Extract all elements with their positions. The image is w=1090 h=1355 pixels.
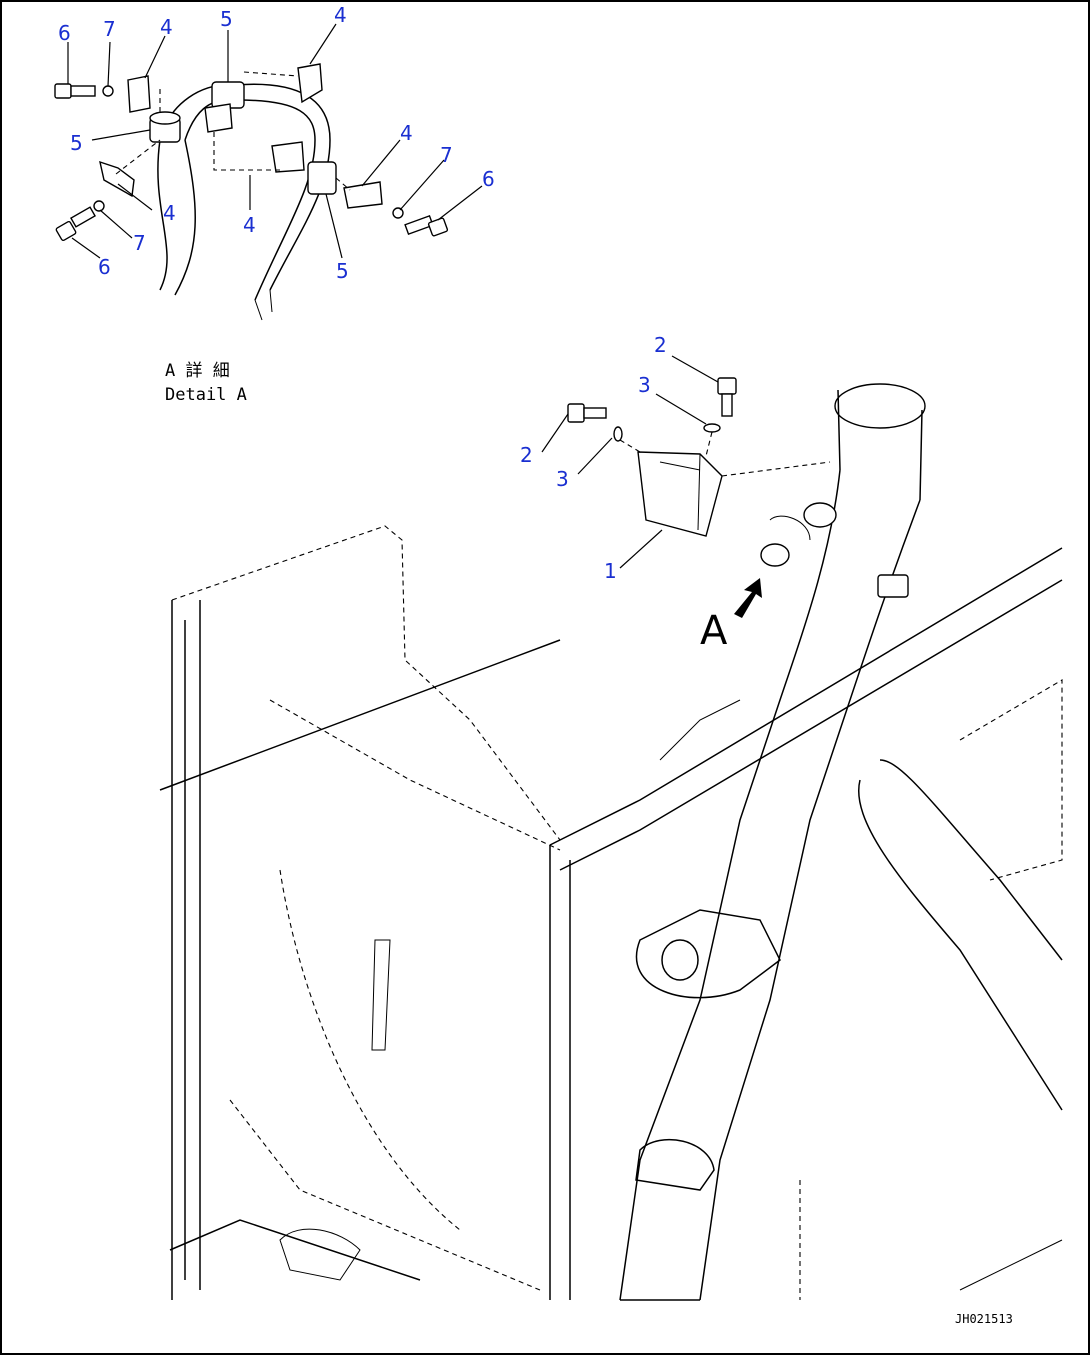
detail-title-japanese: A 詳 細 [165, 361, 230, 381]
clamp-right [877, 574, 909, 598]
pipe-cap [834, 383, 926, 429]
callout-4: 4 [334, 3, 347, 27]
callout-7: 7 [103, 17, 116, 41]
bracket-4e [343, 181, 383, 209]
callout-5: 5 [336, 259, 349, 283]
bracket-4f [99, 160, 135, 198]
bracket-4c [204, 103, 233, 133]
bolt-6a [54, 83, 96, 99]
callout-5: 5 [70, 131, 83, 155]
callout-6: 6 [58, 21, 71, 45]
view-a-arrow-icon [734, 578, 762, 618]
bracket-4a [127, 75, 151, 113]
callout-5: 5 [220, 7, 233, 31]
washer-3b [613, 426, 623, 442]
bolt-6b [55, 206, 96, 242]
detail-a-view [54, 63, 449, 321]
main-assembly-view [159, 377, 1063, 1301]
drawing-code: JH021513 [955, 1312, 1013, 1326]
clamp-5a-top [149, 111, 181, 125]
washer-7b [93, 200, 105, 212]
clamp-middle [760, 543, 790, 567]
callout-6: 6 [98, 255, 111, 279]
bracket-4d [271, 141, 305, 173]
bolt-2b [567, 403, 607, 423]
washer-3a [703, 423, 721, 433]
view-a-label: A [700, 608, 728, 654]
bolt-6c [404, 214, 449, 237]
callout-4: 4 [160, 15, 173, 39]
callout-1: 1 [604, 559, 617, 583]
callout-4: 4 [163, 201, 176, 225]
callout-7: 7 [133, 231, 146, 255]
callout-2: 2 [520, 443, 533, 467]
clamp-5c [307, 161, 337, 195]
callout-4: 4 [243, 213, 256, 237]
callout-7: 7 [440, 143, 453, 167]
guard-part-1 [637, 451, 723, 537]
main-leaders [541, 355, 719, 569]
detail-a-leaders [67, 23, 483, 259]
bracket-4b [297, 63, 323, 104]
bolt-2a [717, 377, 737, 417]
clamp-upper [803, 502, 837, 528]
detail-title-english: Detail A [165, 385, 247, 405]
callout-4: 4 [400, 121, 413, 145]
washer-7a [102, 85, 114, 97]
washer-7c [392, 207, 404, 219]
callout-6: 6 [482, 167, 495, 191]
callout-2: 2 [654, 333, 667, 357]
callout-3: 3 [556, 467, 569, 491]
callout-3: 3 [638, 373, 651, 397]
